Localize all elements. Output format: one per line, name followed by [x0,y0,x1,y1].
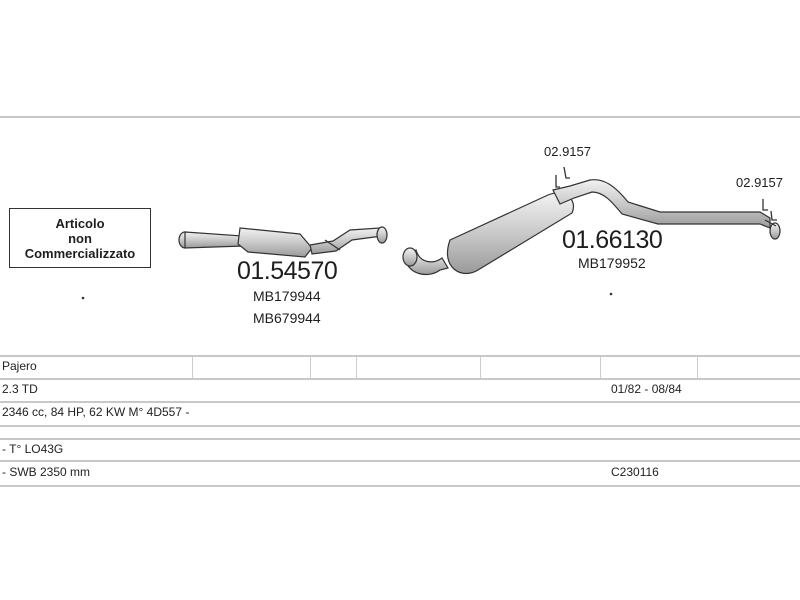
front-silencer-oem-ref: MB179944 [253,288,321,304]
production-dates: 01/82 - 08/84 [611,382,682,396]
table-column-divider [356,357,357,378]
table-column-divider [192,357,193,378]
table-rule [0,425,800,427]
type-code: - T° LO43G [2,442,64,456]
table-rule [0,485,800,487]
table-rule [0,438,800,440]
front-silencer-drawing [178,226,388,258]
top-divider [0,116,800,118]
not-marketed-line-1: Articolo [55,215,105,231]
exhaust-diagram [81,166,781,300]
table-column-divider [697,357,698,378]
clamp-1-code[interactable]: 02.9157 [544,144,591,159]
not-marketed-line-2: non [68,230,92,246]
front-silencer-oem-ref: MB679944 [253,310,321,326]
table-rule [0,378,800,380]
table-column-divider [480,357,481,378]
clamp-icon [555,166,777,221]
table-column-divider [600,357,601,378]
not-marketed-box: Articolo non Commercializzato [9,208,151,268]
front-silencer-code[interactable]: 01.54570 [237,257,338,285]
marker-dot [81,296,85,300]
clamp-2-code[interactable]: 02.9157 [736,175,783,190]
table-rule [0,355,800,357]
wheelbase: - SWB 2350 mm [2,465,91,479]
engine-specs: 2346 cc, 84 HP, 62 KW M° 4D557 - [2,405,190,419]
table-column-divider [310,357,311,378]
rear-silencer-oem-ref: MB179952 [578,255,646,271]
marker-dot [609,292,613,296]
not-marketed-line-3: Commercializzato [24,245,136,261]
rear-silencer-drawing [402,179,781,276]
table-rule [0,460,800,462]
engine-name: 2.3 TD [2,382,38,396]
catalog-ref: C230116 [611,465,659,479]
table-rule [0,401,800,403]
rear-silencer-code[interactable]: 01.66130 [562,226,663,254]
model-name: Pajero [2,359,37,373]
